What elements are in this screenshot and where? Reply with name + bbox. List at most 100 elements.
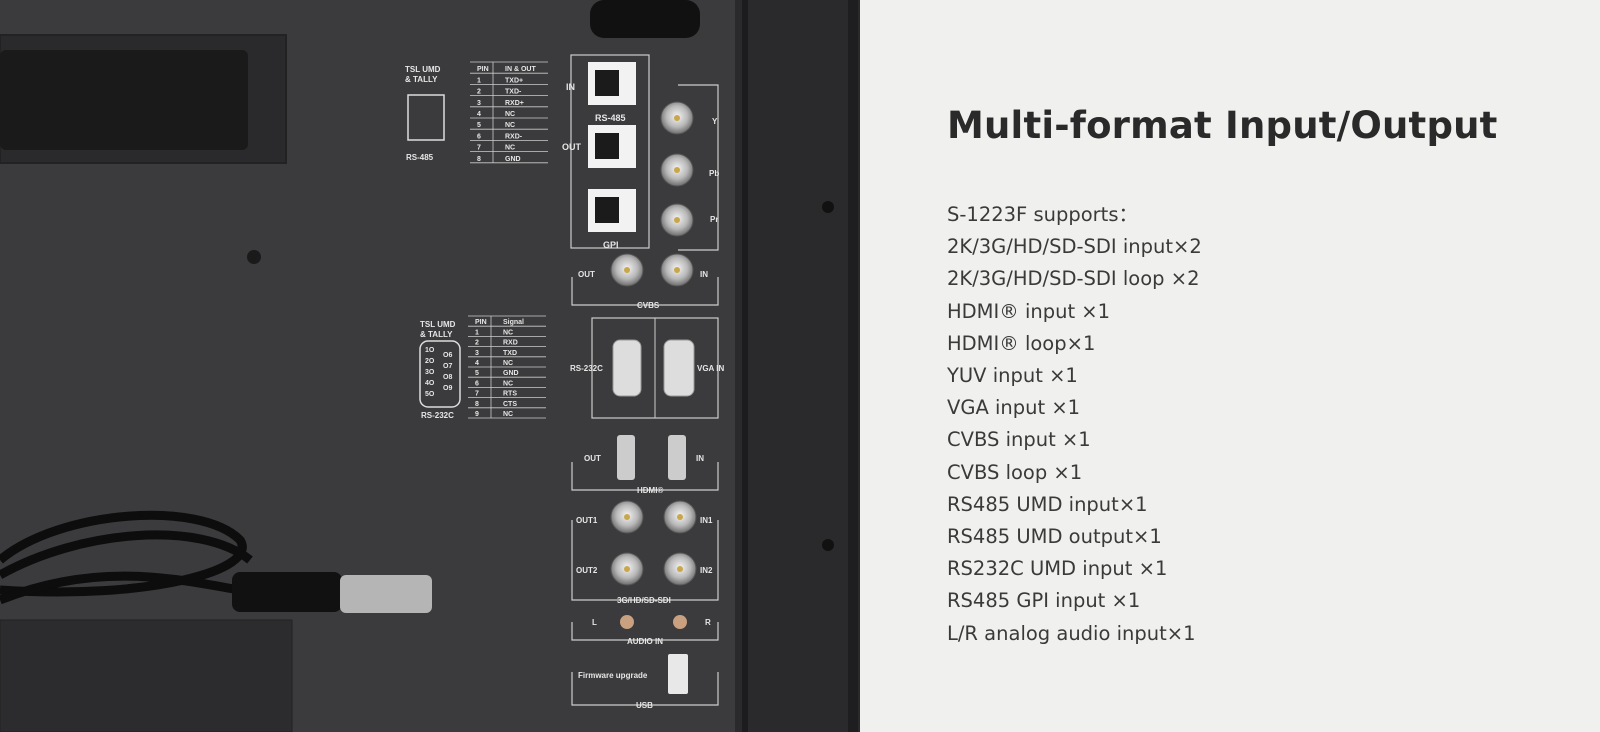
yuv-pr-label: Pr xyxy=(710,215,718,224)
table-cell: 6 xyxy=(475,380,479,387)
cvbs-out-bnc xyxy=(610,253,644,287)
sdi-in2-label: IN2 xyxy=(700,566,713,575)
usb-label: USB xyxy=(636,701,653,710)
table-header: Signal xyxy=(503,319,524,326)
vga-in-port xyxy=(663,339,695,397)
hdmi-out-port xyxy=(617,435,635,480)
table-cell: NC xyxy=(503,380,513,387)
feature-item: RS232C UMD input ×1 xyxy=(947,557,1168,581)
monitor-rear-panel-photo: TSL UMD & TALLY RS-485 PIN IN & OUT 1 TXD+ 2… xyxy=(0,0,860,732)
yuv-y-label: Y xyxy=(712,117,718,126)
rs485-title-line1: TSL UMD xyxy=(405,65,441,74)
table-cell: RTS xyxy=(503,391,517,398)
table-header: IN & OUT xyxy=(505,66,536,73)
feature-item: 2K/3G/HD/SD-SDI input×2 xyxy=(947,235,1202,259)
sdi-in1-bnc xyxy=(663,500,697,534)
table-cell: TXD xyxy=(503,350,517,357)
table-cell: 3 xyxy=(475,350,479,357)
rs232c-port-label: RS-232C xyxy=(570,364,603,373)
table-cell: GND xyxy=(505,156,521,163)
rs485-out-port xyxy=(588,125,636,168)
sdi-out2-label: OUT2 xyxy=(576,566,598,575)
table-cell: NC xyxy=(503,411,513,418)
rs485-diagram-label: RS-485 xyxy=(406,153,434,162)
db9-pin-label: 1O xyxy=(425,347,435,354)
rs485-title-line2: & TALLY xyxy=(405,75,438,84)
cvbs-in-bnc xyxy=(660,253,694,287)
db9-pin-label: O6 xyxy=(443,352,452,359)
gpi-port xyxy=(588,189,636,232)
feature-item: VGA input ×1 xyxy=(947,396,1081,420)
hdmi-label: HDMI® xyxy=(637,486,663,495)
table-cell: 6 xyxy=(477,133,481,140)
table-cell: 5 xyxy=(475,370,479,377)
rs232c-port xyxy=(612,339,642,397)
table-cell: NC xyxy=(505,145,515,152)
yuv-pb-bnc xyxy=(660,153,694,187)
db9-diagram-icon xyxy=(419,340,461,408)
xlr-cable xyxy=(0,510,253,605)
cvbs-label: CVBS xyxy=(637,301,660,310)
gpi-port-label: GPI xyxy=(603,240,619,250)
table-cell: TXD- xyxy=(505,89,522,96)
hdmi-in-label: IN xyxy=(696,454,704,463)
table-header: PIN xyxy=(475,319,487,326)
rj45-diagram-icon xyxy=(407,94,445,141)
db9-pin-label: O8 xyxy=(443,374,452,381)
table-cell: 4 xyxy=(475,360,479,367)
table-cell: NC xyxy=(505,111,515,118)
table-cell: CTS xyxy=(503,401,517,408)
feature-item: RS485 GPI input ×1 xyxy=(947,589,1141,613)
hdmi-out-label: OUT xyxy=(584,454,601,463)
db9-pin-label: O9 xyxy=(443,385,452,392)
table-cell: RXD xyxy=(503,340,518,347)
feature-item: YUV input ×1 xyxy=(947,364,1078,388)
carry-handle xyxy=(0,34,287,164)
feature-item: HDMI® input ×1 xyxy=(947,299,1111,323)
rs232-title-line1: TSL UMD xyxy=(420,320,456,329)
hdmi-in-port xyxy=(668,435,686,480)
yuv-y-bnc xyxy=(660,101,694,135)
section-title: Multi-format Input/Output xyxy=(947,104,1498,147)
audio-l-jack xyxy=(620,615,634,629)
feature-item: CVBS loop ×1 xyxy=(947,460,1083,484)
feature-list: S-1223F supports： 2K/3G/HD/SD-SDI input×2… xyxy=(947,199,1498,650)
rs485-in-port xyxy=(588,62,636,105)
table-cell: 2 xyxy=(475,340,479,347)
feature-item: HDMI® loop×1 xyxy=(947,331,1096,355)
rs485-out-label: OUT xyxy=(562,142,582,152)
feature-item: CVBS input ×1 xyxy=(947,428,1091,452)
rs485-in-label: IN xyxy=(566,82,575,92)
feature-section: Multi-format Input/Output S-1223F suppor… xyxy=(947,104,1498,650)
table-header: PIN xyxy=(477,66,489,73)
yuv-pb-label: Pb xyxy=(709,169,719,178)
db9-pin-label: O7 xyxy=(443,363,452,370)
feature-item: 2K/3G/HD/SD-SDI loop ×2 xyxy=(947,267,1200,291)
table-cell: NC xyxy=(503,360,513,367)
screw-icon xyxy=(822,539,834,551)
feature-item: S-1223F supports： xyxy=(947,203,1138,226)
sdi-out1-label: OUT1 xyxy=(576,516,598,525)
yuv-pr-bnc xyxy=(660,203,694,237)
table-cell: GND xyxy=(503,370,519,377)
rs232-diagram-label: RS-232C xyxy=(421,411,454,420)
feature-item: L/R analog audio input×1 xyxy=(947,621,1196,645)
sdi-out1-bnc xyxy=(610,500,644,534)
db9-pin-label: 3O xyxy=(425,369,435,376)
vga-in-label: VGA IN xyxy=(697,364,724,373)
table-cell: 1 xyxy=(477,77,481,84)
table-cell: 2 xyxy=(477,89,481,96)
cvbs-in-label: IN xyxy=(700,270,708,279)
table-cell: RXD+ xyxy=(505,100,524,107)
usb-port xyxy=(668,654,688,694)
screw-icon xyxy=(247,250,261,264)
table-cell: 5 xyxy=(477,122,481,129)
table-cell: RXD- xyxy=(505,133,523,140)
table-cell: 8 xyxy=(477,156,481,163)
table-cell: 3 xyxy=(477,100,481,107)
audio-l-label: L xyxy=(592,618,597,627)
table-cell: TXD+ xyxy=(505,77,523,84)
table-cell: 7 xyxy=(477,145,481,152)
db9-pin-label: 2O xyxy=(425,358,435,365)
